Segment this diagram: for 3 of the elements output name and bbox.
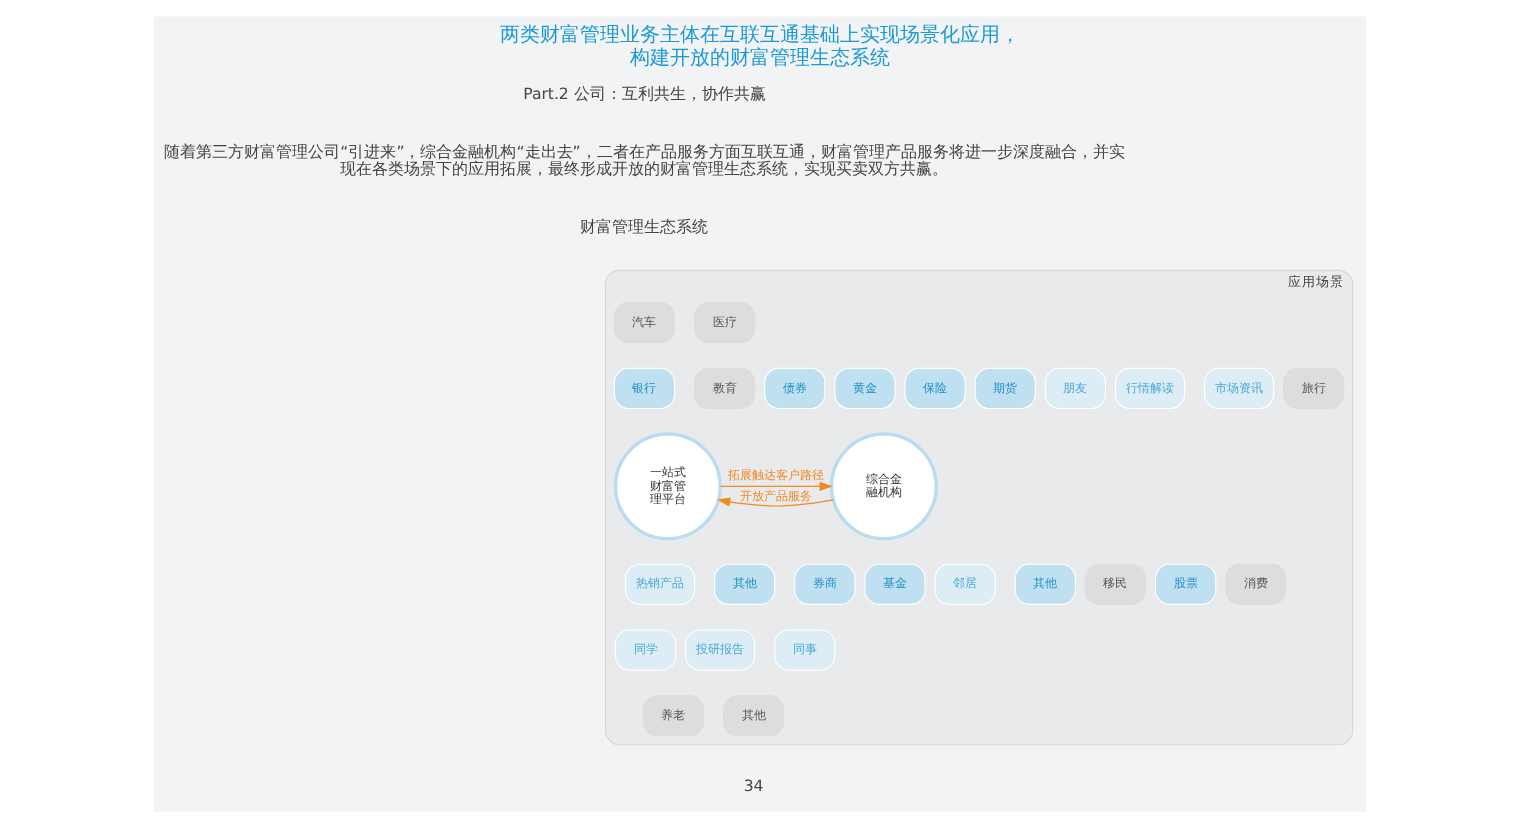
arrow bbox=[720, 481, 833, 492]
diagram-title: 两类财富管理业务主体在互联互通基础上实现场景化应用，构建开放的财富管理生态系统 bbox=[500, 25, 1020, 70]
arrow bbox=[716, 497, 834, 507]
